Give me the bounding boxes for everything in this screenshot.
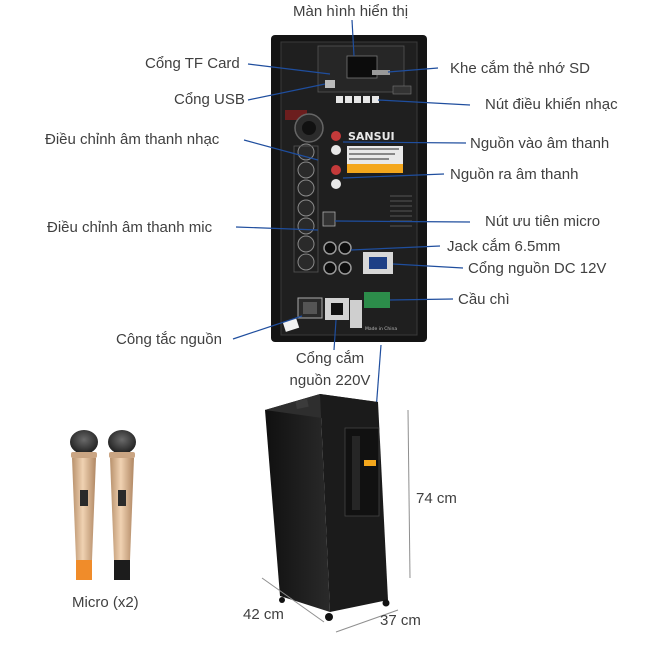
jack-6-5mm	[323, 241, 352, 275]
display-screen	[346, 55, 378, 79]
label-display: Màn hình hiển thị	[293, 3, 409, 20]
label-height: 74 cm	[416, 490, 457, 507]
dimension-lines	[261, 409, 411, 633]
label-dc-port: Cổng nguồn DC 12V	[468, 260, 607, 277]
width-dimension-line	[335, 609, 399, 633]
leader-lines	[232, 19, 471, 451]
label-usb-port: Cổng USB	[174, 91, 245, 108]
mic-priority-switch	[322, 211, 336, 227]
label-music-buttons: Nút điều khiển nhạc	[485, 96, 618, 113]
red-marker	[285, 110, 307, 120]
microphone-left	[70, 430, 98, 580]
sd-slot	[372, 70, 390, 75]
label-sd-slot: Khe cắm thẻ nhớ SD	[450, 60, 590, 77]
music-adjust-knobs	[297, 143, 315, 197]
brand-logo: SANSUI	[348, 130, 395, 143]
label-ac-port-line2: nguồn 220V	[289, 372, 371, 389]
back-panel: SANSUI	[271, 35, 427, 342]
fuse-holder	[364, 292, 390, 308]
rca-audio-in	[331, 131, 341, 155]
rca-audio-out	[331, 165, 341, 189]
label-depth: 42 cm	[243, 606, 284, 623]
depth-dimension-line	[261, 577, 325, 623]
label-micro: Micro (x2)	[72, 594, 139, 611]
label-ac-port-line1: Cổng cắm	[295, 350, 365, 367]
label-width: 37 cm	[380, 612, 421, 629]
label-fuse: Cầu chì	[458, 291, 510, 308]
label-mic-priority: Nút ưu tiên micro	[485, 213, 601, 230]
label-tf-card-port: Cổng TF Card	[145, 55, 240, 72]
label-mic-adjust: Điều chỉnh âm thanh mic	[47, 219, 213, 236]
label-music-adjust: Điều chỉnh âm thanh nhạc	[45, 131, 220, 148]
label-jack: Jack cắm 6.5mm	[447, 238, 561, 255]
mic-adjust-knobs	[297, 199, 315, 271]
label-audio-in: Nguồn vào âm thanh	[470, 135, 610, 152]
made-in-label: Made in China	[365, 326, 397, 332]
label-power-switch: Công tắc nguồn	[116, 331, 222, 348]
speaker-body	[265, 394, 390, 621]
music-buttons	[336, 85, 412, 103]
height-dimension-line	[407, 409, 411, 579]
microphone-right	[108, 430, 136, 580]
label-audio-out: Nguồn ra âm thanh	[450, 166, 579, 183]
usb-slot	[325, 80, 335, 88]
